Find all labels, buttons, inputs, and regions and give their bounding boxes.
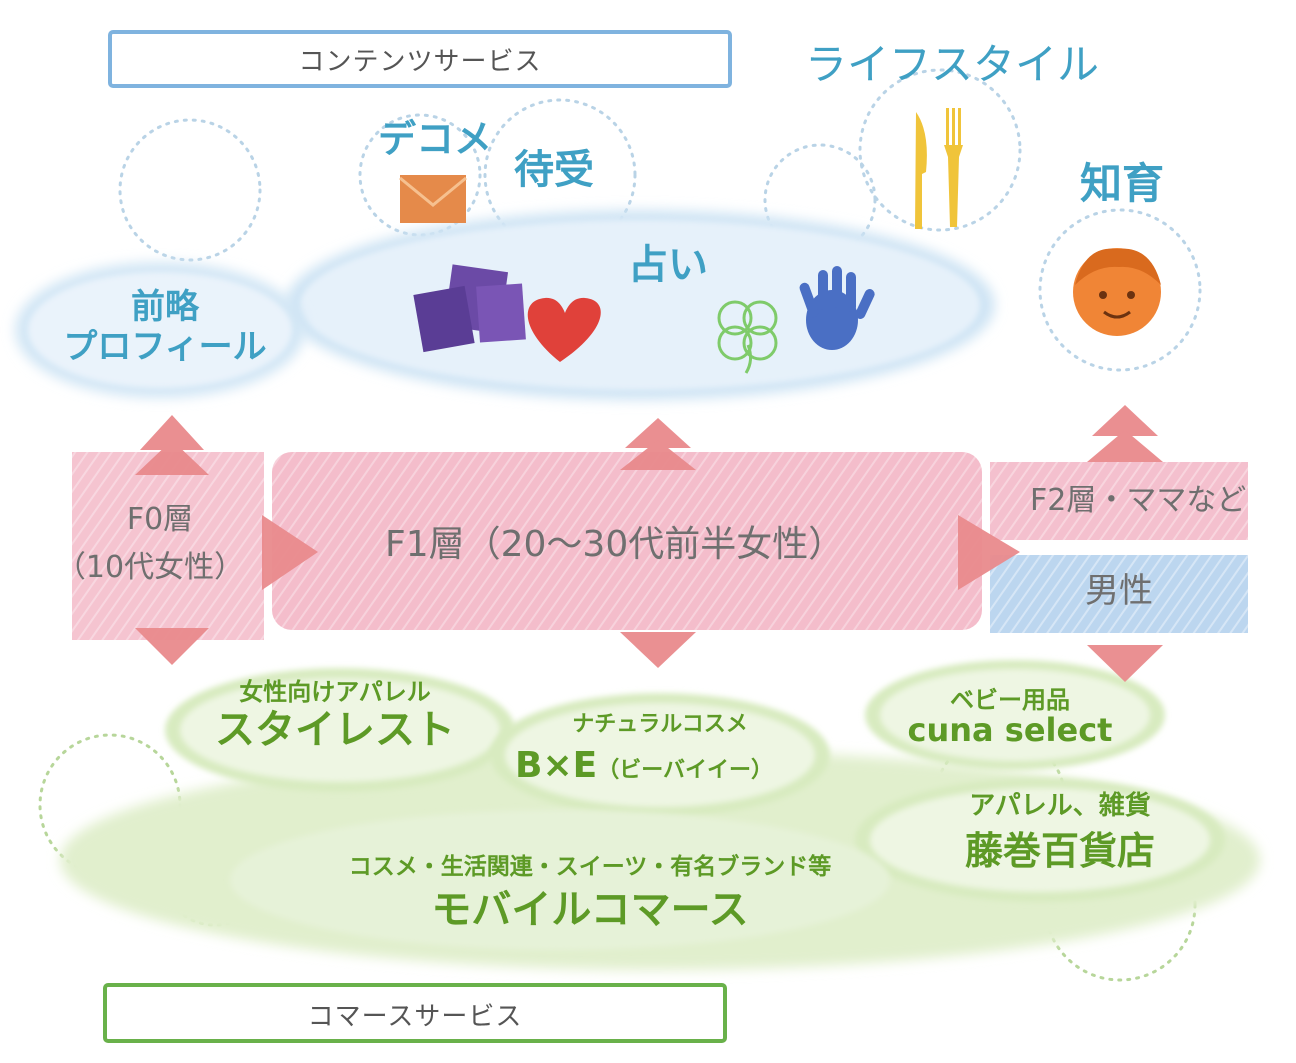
f0-up-arrow-2 [135,440,209,475]
male-down-arrow [1087,645,1163,682]
cards-icon [413,264,526,353]
content-cloud [15,210,995,400]
cuna-sublabel: ベビー用品 [950,686,1070,714]
clover-icon [717,300,778,374]
fujimaki-sublabel: アパレル、雑貨 [969,791,1151,821]
arrows [135,405,1163,682]
f1-label: F1層（20～30代前半女性） [385,524,845,565]
f0-down-arrow [135,628,209,665]
heart-icon [527,297,601,362]
f0-to-f1-arrow [262,515,318,590]
commerce-cloud [60,660,1260,970]
f1-band [272,452,982,630]
content-services-title: コンテンツサービス [298,47,542,77]
f2-up-arrow [1092,405,1158,436]
f0-up-arrow [140,415,204,450]
f1-up-arrow [625,418,691,448]
f2-band [990,462,1248,540]
f2-up-arrow-2 [1087,430,1163,462]
bxe-reading: （ビーバイイー） [597,758,773,783]
boy-face-icon [1073,248,1161,336]
chiiku-label: 知育 [1080,159,1165,208]
hand-icon [799,266,875,350]
f0-band [72,452,264,640]
commerce-services-title: コマースサービス [307,1002,523,1032]
fujimaki-label: 藤巻百貨店 [964,829,1155,873]
commerce-services-box [103,983,727,1043]
male-band [990,555,1248,633]
bxe-main: B×E [515,745,598,786]
bxe-label: B×E（ビーバイイー） [515,748,773,784]
male-label: 男性 [1085,571,1153,611]
f1-down-arrow [620,632,696,668]
f2-label: F2層・ママなど [1030,483,1247,518]
f0-label-line2: （10代女性） [55,550,245,585]
fork-knife-icon [915,108,963,229]
mobile-commerce-label: モバイルコマース [431,887,749,933]
uranai-label: 占い [628,242,708,288]
machiuke-label: 待受 [514,147,594,193]
stylest-label: スタイレスト [215,707,455,753]
zenryaku-label-line2: プロフィール [63,327,267,367]
lifestyle-label: ライフスタイル [805,40,1100,89]
decome-label: デコメ [378,117,493,161]
zenryaku-label-line1: 前略 [131,287,199,327]
mobile-commerce-sublabel: コスメ・生活関連・スイーツ・有名ブランド等 [348,854,832,880]
content-services-box [108,30,732,88]
stylest-sublabel: 女性向けアパレル [239,678,431,706]
envelope-icon [399,175,467,223]
f0-label-line1: F0層 [126,502,194,537]
cuna-label: cuna select [907,711,1113,749]
f1-to-f2-arrow [958,515,1020,590]
bxe-sublabel: ナチュラルコスメ [572,712,748,737]
decorative-dotted-circles-top [118,68,1202,372]
f1-up-arrow-2 [620,440,696,470]
